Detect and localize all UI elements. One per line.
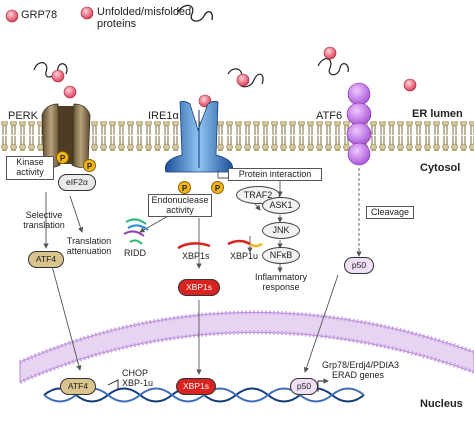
eif2a-node: eIF2α — [58, 174, 96, 191]
nuclear-p50-node: p50 — [290, 378, 318, 395]
grp78-icon — [236, 73, 250, 87]
nuclear-membrane-outer — [19, 310, 474, 364]
er-lumen-label: ER lumen — [412, 108, 463, 120]
erad-label-2: ERAD genes — [332, 370, 385, 380]
cleavage-box: Cleavage — [366, 206, 414, 219]
rna-fragments-icon — [123, 218, 149, 245]
unfolded-protein-icon — [227, 68, 264, 88]
phospho-icon: P — [56, 151, 69, 164]
xbp1s-mrna-icon — [177, 242, 211, 250]
selective-translation-label: Selective translation — [14, 210, 74, 230]
atf4-target-arrow — [107, 379, 119, 390]
phospho-icon: P — [211, 181, 224, 194]
inflam-line1: Inflammatory — [254, 272, 307, 282]
atf6-label: ATF6 — [316, 110, 343, 122]
nuclear-xbp1s-node: XBP1s — [176, 378, 216, 395]
phospho-icon: P — [83, 159, 96, 172]
xbp1u-mrna-label: XBP1u — [230, 251, 259, 261]
ridd-arrow — [139, 214, 171, 233]
xbp1u-target-label: XBP-1u — [122, 378, 154, 388]
protein-legend-dot-icon — [80, 6, 94, 20]
cytosol-label: Cytosol — [420, 162, 461, 174]
nuclear-atf4-node: ATF4 — [60, 378, 96, 395]
kinase-activity-line2: activity — [16, 167, 44, 177]
nuclear-membrane-inner — [19, 330, 474, 384]
unfolded-legend-label-2: proteins — [97, 18, 137, 30]
translation-attenuation-label: Translation attenuation — [56, 236, 122, 256]
xbp1s-mrna-label: XBP1s — [182, 251, 210, 261]
grp78-icon — [403, 78, 417, 92]
unfolded-protein-icon — [317, 58, 349, 76]
ire1-receptor — [164, 100, 234, 173]
erad-target-arrow — [317, 378, 329, 392]
attenuation-line1: Translation — [66, 236, 112, 246]
selective-line2: translation — [23, 220, 65, 230]
pathway-arrows — [43, 188, 339, 375]
kinase-activity-line1: Kinase — [16, 157, 44, 167]
protein-interaction-box: Protein interaction — [228, 168, 322, 181]
xbp1u-intron-icon — [249, 242, 263, 248]
inflam-line2: response — [262, 282, 300, 292]
atf4-node: ATF4 — [28, 251, 64, 268]
perk-receptor — [41, 103, 91, 168]
grp78-icon — [323, 46, 337, 60]
nuclear-membrane — [19, 311, 474, 383]
xbp1u-mrna-icon — [227, 239, 251, 246]
selective-line1: Selective — [25, 210, 63, 220]
atf6-receptor — [346, 82, 372, 166]
erad-label-1: Grp78/Erdj4/PDIA3 — [322, 360, 400, 370]
nfkb-node: NFκB — [262, 247, 300, 264]
xbp1s-protein-node: XBP1s — [178, 279, 220, 296]
unfolded-protein-icon — [177, 4, 214, 22]
grp78-icon — [51, 69, 65, 83]
unfolded-legend-label-1: Unfolded/misfolded — [97, 6, 192, 18]
endonuclease-line2: activity — [166, 205, 194, 215]
unfolded-protein-icon — [33, 62, 68, 78]
grp78-icon — [63, 85, 77, 99]
perk-label: PERK — [8, 110, 38, 122]
inflammatory-response-label: Inflammatory response — [246, 272, 316, 292]
ire1-label: IRE1α — [148, 110, 179, 122]
phospho-icon: P — [178, 181, 191, 194]
kinase-activity-box: Kinase activity — [6, 156, 54, 180]
grp78-legend-icon — [5, 9, 19, 23]
ridd-label: RIDD — [124, 248, 146, 258]
p50-node: p50 — [344, 257, 374, 274]
ask1-node: ASK1 — [262, 197, 300, 214]
jnk-node: JNK — [262, 222, 300, 239]
attenuation-line2: attenuation — [66, 246, 112, 256]
grp78-legend-label: GRP78 — [21, 9, 58, 21]
endonuclease-line1: Endonuclease — [151, 195, 209, 205]
chop-label: CHOP — [122, 368, 149, 378]
nucleus-label: Nucleus — [420, 398, 463, 410]
endonuclease-activity-box: Endonuclease activity — [148, 194, 212, 217]
